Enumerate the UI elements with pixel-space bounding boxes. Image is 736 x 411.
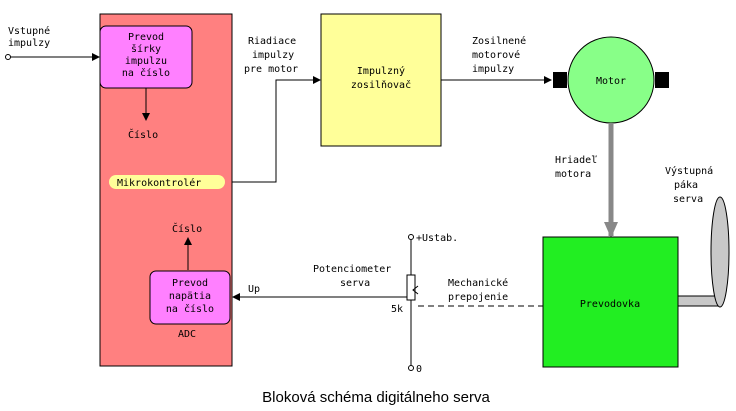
- shaft-label-line-1: Hriadeľ: [555, 155, 597, 166]
- cislo-bottom-label: Číslo: [172, 222, 202, 235]
- input-label-line-2: impulzy: [8, 38, 50, 49]
- diagram-caption: Bloková schéma digitálneho serva: [262, 389, 490, 406]
- adc-block-line-2: napätia: [169, 291, 211, 302]
- microcontroller-label-pill: [109, 175, 225, 189]
- shaft-label-line-2: motora: [555, 169, 591, 180]
- pwm-block-line-1: Prevod: [128, 32, 164, 43]
- output-shaft: [677, 295, 721, 307]
- supply-label: +Ustab.: [416, 233, 458, 244]
- mech-label-line-2: prepojenie: [448, 292, 508, 303]
- pot-wiper: [412, 285, 419, 295]
- control-label-line-2: impulzy: [252, 50, 294, 61]
- control-pulses-wire: [232, 76, 321, 183]
- amplified-label-line-3: impulzy: [472, 64, 514, 75]
- amplifier-line-1: Impulzný: [357, 65, 405, 77]
- pot-label-line-2: serva: [340, 278, 370, 289]
- gearbox-block: [542, 236, 679, 368]
- motor-terminal-left: [553, 72, 567, 88]
- amplifier-block: [320, 13, 442, 147]
- motor-terminal-right: [655, 72, 669, 88]
- pot-label-line-1: Potenciometer: [313, 264, 391, 275]
- pwm-block-line-3: impulzu: [125, 56, 167, 67]
- output-arm-label-line-2: páka: [674, 179, 698, 191]
- cislo-top-label: Číslo: [128, 128, 158, 141]
- potentiometer-body: [406, 274, 416, 301]
- output-arm-label-line-1: Výstupná: [665, 165, 713, 177]
- amplifier-line-2: zosilňovač: [351, 79, 411, 91]
- control-label-line-3: pre motor: [244, 64, 298, 75]
- input-terminal: [5, 54, 11, 60]
- output-arm: [710, 196, 730, 308]
- ground-terminal: [408, 365, 414, 371]
- output-arm-label-line-3: serva: [673, 194, 703, 205]
- adc-block-line-3: na číslo: [166, 303, 214, 315]
- control-label-line-1: Riadiace: [248, 36, 296, 47]
- amplified-label-line-2: motorové: [472, 49, 520, 61]
- ground-label: 0: [416, 364, 422, 375]
- amplified-label-line-1: Zosilnené: [472, 35, 526, 47]
- pwm-block-line-2: šírky: [131, 43, 161, 55]
- adc-block-line-1: Prevod: [172, 278, 208, 289]
- microcontroller-label: Mikrokontrolér: [117, 177, 201, 189]
- motor-label: Motor: [596, 76, 626, 87]
- pwm-block-line-4: na číslo: [122, 67, 170, 79]
- pot-value-label: 5k: [391, 304, 403, 315]
- up-label: Up: [248, 284, 260, 295]
- supply-terminal: [408, 234, 414, 240]
- mech-label-line-1: Mechanické: [448, 277, 508, 289]
- input-label-line-1: Vstupné: [8, 25, 50, 37]
- gearbox-label: Prevodovka: [580, 299, 640, 310]
- adc-label: ADC: [178, 329, 196, 340]
- adc-block: [149, 270, 231, 325]
